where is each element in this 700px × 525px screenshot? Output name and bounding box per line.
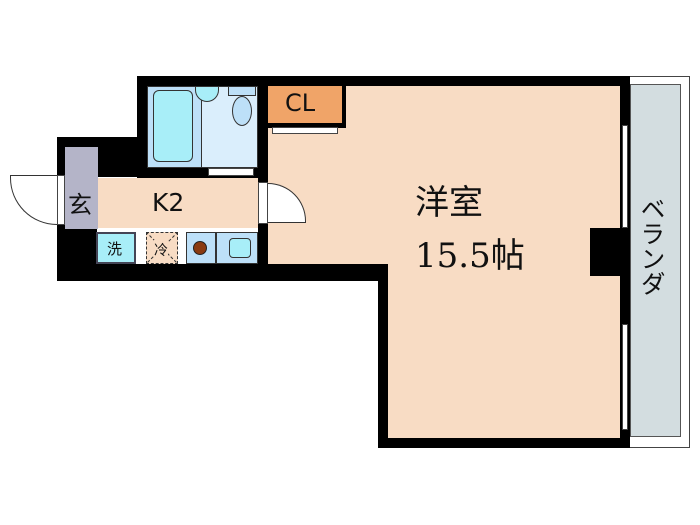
- bath-door[interactable]: [208, 168, 254, 176]
- western-room-lower: [388, 264, 620, 438]
- wall: [137, 76, 629, 86]
- balcony-label: ベランダ: [637, 196, 666, 296]
- closet-fill: [268, 86, 342, 123]
- western-room-size: 15.5帖: [415, 236, 525, 276]
- entrance-door-frame: [57, 175, 65, 225]
- bathtub-icon: [153, 90, 193, 162]
- wall: [378, 438, 630, 448]
- wall: [258, 76, 268, 281]
- entrance-door[interactable]: [10, 175, 57, 225]
- kitchen-sink-icon: [229, 238, 251, 258]
- washer-slot: [96, 232, 136, 264]
- kitchen-label: K2: [152, 188, 185, 217]
- stove-burner-icon: [193, 241, 207, 255]
- toilet-tank-icon: [228, 86, 256, 96]
- entrance-label: 玄: [68, 191, 92, 219]
- entrance: [65, 147, 98, 229]
- western-room-label: 洋室: [415, 183, 483, 223]
- room-door-frame: [258, 182, 268, 224]
- balcony: [630, 84, 681, 437]
- closet-door-panel[interactable]: [272, 127, 338, 134]
- washer-label: 洗: [107, 240, 123, 258]
- wall: [378, 264, 388, 448]
- kitchen: [98, 178, 258, 228]
- fridge-label: 冷: [154, 240, 168, 260]
- wall: [137, 76, 147, 176]
- wall: [137, 168, 267, 178]
- toilet-icon: [232, 96, 252, 126]
- window: [622, 324, 628, 430]
- pillar: [590, 228, 630, 276]
- window: [622, 125, 628, 228]
- wall: [57, 264, 382, 281]
- closet-label-text: CL: [285, 89, 316, 117]
